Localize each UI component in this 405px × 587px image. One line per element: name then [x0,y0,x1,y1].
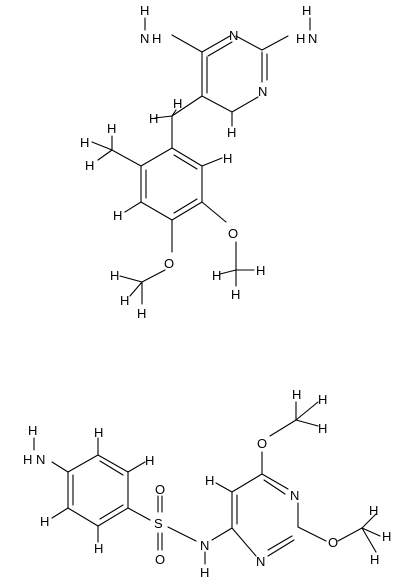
atom-h: H [152,31,161,46]
atom-h: H [212,268,221,283]
bond-c4-nh2 [171,34,203,53]
atom-o: O [164,256,174,271]
atom-h: H [256,263,265,278]
atom-h: H [318,392,327,407]
molecule-sulfadimethoxine: H H N H H H H O S O N H H N N O H H H O … [23,387,391,580]
atom-o: O [155,482,165,497]
atom-h: H [107,121,116,136]
atom-h: H [292,387,301,402]
atom-h: H [149,111,158,126]
atom-h: H [200,565,209,580]
atom-o: O [257,436,267,451]
atom-s: S [154,516,163,531]
atom-h: H [137,306,146,321]
atom-o: O [155,552,165,567]
atom-h: H [318,421,327,436]
atom-h: H [94,425,103,440]
bond-c2-nh2 [261,35,289,51]
atom-h: H [113,208,122,223]
atom-h: H [110,268,119,283]
atom-h: H [173,96,182,111]
atom-h: H [120,293,129,308]
atom-h: H [296,31,305,46]
atom-h: H [85,158,94,173]
atom-o: O [328,535,338,550]
atom-n: N [200,538,209,553]
atom-n: N [256,554,265,569]
pyrimidine-ring-bottom [231,473,299,557]
atom-h: H [231,287,240,302]
atom-n: N [290,488,299,503]
atom-h: H [369,503,378,518]
benzene-ring-top [140,147,203,221]
atom-n: N [229,28,238,43]
atom-o: O [228,226,238,241]
atom-h: H [28,423,37,438]
molecule-ormetoprim: H N H H H N N N H H H H H H H H O H H H … [80,3,317,321]
atom-h: H [382,529,391,544]
atom-h: H [80,135,89,150]
benzene-ring-bottom [67,454,129,527]
atom-h: H [23,452,32,467]
pyrimidine-ring-top [201,35,268,113]
atom-h: H [302,3,311,18]
atom-h: H [205,473,214,488]
atom-h: H [227,125,236,140]
atom-h: H [94,541,103,556]
atom-h: H [370,552,379,567]
atom-h: H [40,514,49,529]
atom-n: N [140,31,149,46]
atom-n: N [36,452,45,467]
atom-n: N [258,84,267,99]
atom-n: N [308,31,317,46]
atom-h: H [145,453,154,468]
atom-h: H [140,3,149,18]
atom-h: H [223,151,232,166]
